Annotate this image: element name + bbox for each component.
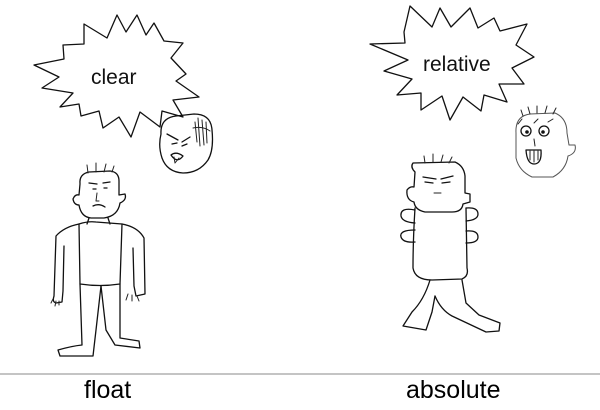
left-bubble-word: clear	[91, 66, 137, 89]
angry-face-left	[159, 113, 214, 174]
left-speech-bubble: clear	[33, 14, 200, 138]
right-bubble-word: relative	[423, 53, 491, 76]
surprised-face-right	[515, 105, 576, 178]
left-caption: float	[84, 376, 132, 404]
right-speech-bubble: relative	[369, 5, 535, 121]
right-caption: absolute	[406, 376, 501, 404]
standing-person-left	[50, 162, 146, 357]
blocky-person-right	[400, 153, 501, 333]
